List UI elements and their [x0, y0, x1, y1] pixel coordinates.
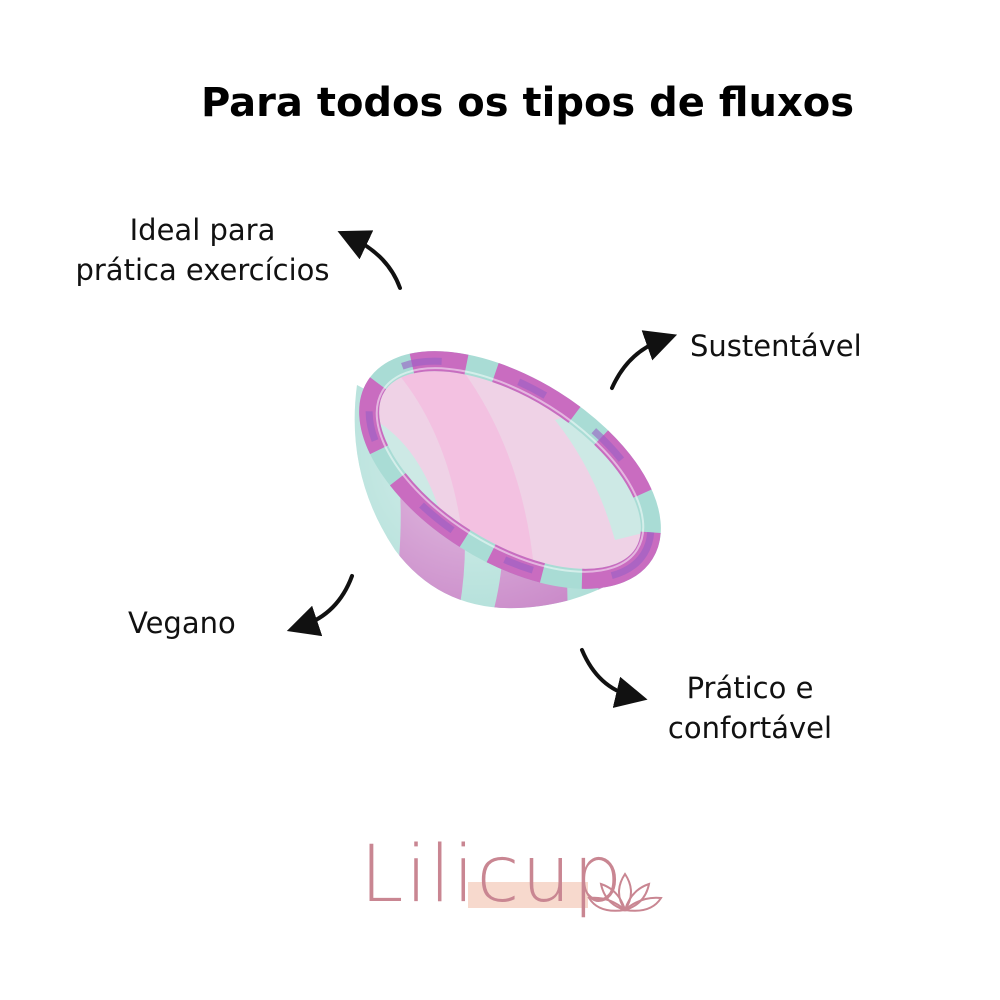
- menstrual-cup-image: [343, 326, 677, 614]
- brand-logo: Lilicup: [360, 830, 670, 940]
- feature-sustainable: Sustentável: [690, 329, 862, 363]
- arrow-up-right-icon: [610, 330, 678, 390]
- feature-exercise-line1: Ideal para: [129, 213, 276, 247]
- logo-text-lili: Lili: [360, 830, 477, 920]
- arrow-up-left-icon: [337, 230, 402, 290]
- feature-exercise: Ideal para prática exercícios: [60, 210, 345, 290]
- page-title: Para todos os tipos de fluxos: [200, 80, 855, 126]
- feature-vegan: Vegano: [128, 606, 236, 640]
- feature-exercise-line2: prática exercícios: [75, 253, 330, 287]
- feature-comfortable: Prático e confortável: [650, 668, 850, 748]
- feature-comfortable-line1: Prático e: [686, 671, 814, 705]
- logo-wordmark: Lilicup: [360, 830, 624, 920]
- arrow-down-right-icon: [580, 648, 648, 708]
- logo-text-cup: cup: [476, 830, 625, 920]
- arrow-down-left-icon: [286, 574, 354, 637]
- lotus-icon: [587, 872, 663, 912]
- feature-comfortable-line2: confortável: [667, 711, 833, 745]
